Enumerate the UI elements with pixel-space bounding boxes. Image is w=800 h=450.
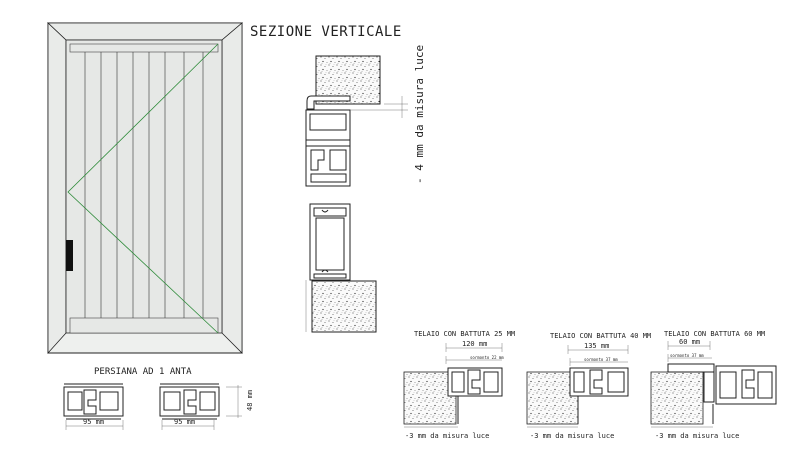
concrete-block-bottom	[311, 280, 377, 333]
frame-width-1: 120 mm	[462, 340, 487, 348]
frame-note-2: -3 mm da misura luce	[530, 432, 614, 440]
frame-title-2: TELAIO CON BATTUTA 40 MM	[550, 332, 651, 340]
frame-sormonto-3: sormonto 37 mm	[670, 353, 704, 358]
opening-direction-lines	[67, 43, 219, 334]
door-caption: PERSIANA AD 1 ANTA	[94, 367, 192, 377]
frame-note-3: -3 mm da misura luce	[655, 432, 739, 440]
bottom-profile-right	[159, 383, 220, 420]
bottom-dim-right	[161, 385, 242, 430]
bottom-dim-left	[65, 420, 124, 430]
shutter-elevation	[46, 22, 244, 355]
dim-4mm	[350, 96, 408, 118]
vertical-note: - 4 mm da misura luce	[413, 45, 426, 184]
concrete-block-frame-3	[650, 371, 704, 425]
concrete-block-frame-2	[526, 371, 579, 425]
handle	[66, 240, 73, 271]
bottom-width-left: 95 mm	[83, 418, 104, 426]
frame-sormonto-2: sormonto 37 mm	[584, 357, 618, 362]
shutter-boards	[84, 52, 204, 333]
frame-detail-2: TELAIO CON BATTUTA 40 MM 135 mm sormonto…	[526, 332, 651, 440]
frame-width-2: 135 mm	[584, 342, 609, 350]
bottom-profile-left	[63, 383, 124, 420]
frame-title-1: TELAIO CON BATTUTA 25 MM	[414, 330, 515, 338]
concrete-block-frame-1	[403, 371, 457, 425]
bottom-width-right: 95 mm	[174, 418, 195, 426]
top-frame-profile	[305, 95, 351, 187]
frame-title-3: TELAIO CON BATTUTA 60 MM	[664, 330, 765, 338]
bottom-frame-profile	[309, 203, 351, 281]
bottom-height: 48 mm	[246, 390, 254, 411]
frame-detail-3: TELAIO CON BATTUTA 60 MM 60 mm sormonto …	[650, 330, 777, 440]
frame-detail-1: TELAIO CON BATTUTA 25 MM 120 mm sormonto…	[403, 330, 515, 440]
frame-sormonto-1: sormonto 22 mm	[470, 355, 504, 360]
section-title: SEZIONE VERTICALE	[250, 24, 402, 40]
frame-note-1: -3 mm da misura luce	[405, 432, 489, 440]
frame-width-3: 60 mm	[679, 338, 700, 346]
